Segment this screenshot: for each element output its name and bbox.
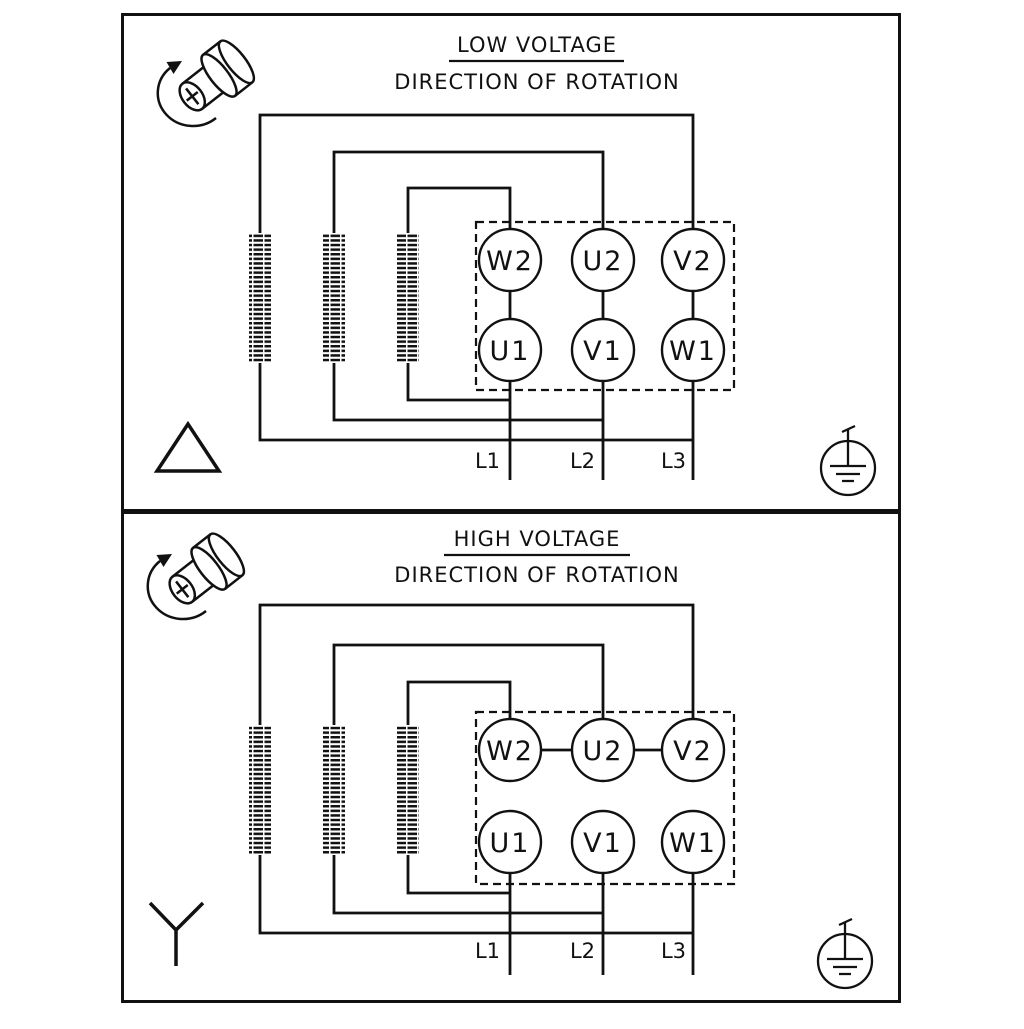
delta-connection-icon [153, 420, 223, 473]
panel-title: LOW VOLTAGE [457, 33, 617, 57]
wire-coil1-to-v2 [258, 603, 695, 725]
rotation-arrow-arc [146, 560, 207, 621]
terminal-u2: U2 [570, 717, 636, 783]
terminal-v1: V1 [570, 809, 636, 875]
terminal-w2: W2 [477, 227, 543, 293]
rotation-arrowhead [166, 61, 182, 74]
panel-border [121, 13, 901, 512]
terminal-board-outline [474, 220, 736, 392]
lead-label-l3: L3 [661, 449, 686, 473]
terminal-label: V2 [673, 736, 713, 767]
terminal-w1: W1 [660, 317, 726, 383]
lead-label-l2: L2 [570, 449, 595, 473]
terminal-label: U1 [490, 336, 531, 367]
terminal-u2: U2 [570, 227, 636, 293]
wire-coil2-to-u2 [332, 150, 605, 233]
terminal-w2: W2 [477, 717, 543, 783]
star-connection-icon [148, 901, 205, 966]
earth-ground-icon [816, 917, 874, 990]
terminal-u1: U1 [477, 809, 543, 875]
wire-coil3-to-w2 [406, 186, 512, 233]
lead-label-l2: L2 [570, 939, 595, 963]
low-voltage-panel: LOW VOLTAGE DIRECTION OF ROTATION [121, 13, 901, 512]
lead-label-l1: L1 [475, 939, 500, 963]
wire-coil2-bottom [332, 363, 603, 422]
terminal-label: W2 [486, 736, 534, 767]
terminal-label: V1 [583, 336, 623, 367]
terminal-label: U2 [583, 736, 624, 767]
panel-subtitle: DIRECTION OF ROTATION [394, 563, 679, 587]
rotation-arrow-arc [156, 67, 217, 128]
terminal-w1: W1 [660, 809, 726, 875]
lead-label-l3: L3 [661, 939, 686, 963]
panel-title: HIGH VOLTAGE [454, 527, 621, 551]
wire-coil1-to-v2 [258, 113, 695, 233]
wire-coil1-bottom [258, 855, 693, 935]
terminal-label: W1 [669, 336, 717, 367]
high-voltage-panel: HIGH VOLTAGE DIRECTION OF ROTATION [121, 511, 901, 1003]
wire-coil3-to-w2 [406, 680, 512, 725]
rotation-direction-icon [146, 532, 246, 621]
wiring-high-voltage [258, 603, 695, 975]
wire-coil2-bottom [332, 855, 603, 915]
winding-coil-2 [323, 233, 345, 363]
terminal-label: V1 [583, 828, 623, 859]
terminal-v2: V2 [660, 227, 726, 293]
wire-coil3-bottom [406, 855, 510, 895]
winding-coil-1 [249, 725, 271, 855]
rotation-direction-icon [156, 39, 256, 128]
winding-coil-3 [397, 725, 419, 855]
terminal-v2: V2 [660, 717, 726, 783]
terminal-label: W2 [486, 246, 534, 277]
terminal-label: U1 [490, 828, 531, 859]
rotation-arrowhead [156, 554, 172, 567]
terminal-label: U2 [583, 246, 624, 277]
wire-coil3-bottom [406, 363, 510, 402]
terminal-v1: V1 [570, 317, 636, 383]
terminal-label: V2 [673, 246, 713, 277]
earth-ground-icon [819, 424, 877, 497]
panel-subtitle: DIRECTION OF ROTATION [394, 70, 679, 94]
terminal-u1: U1 [477, 317, 543, 383]
terminal-board-outline [474, 710, 736, 886]
terminal-label: W1 [669, 828, 717, 859]
winding-coil-1 [249, 233, 271, 363]
wiring-low-voltage [258, 113, 695, 480]
lead-label-l1: L1 [475, 449, 500, 473]
wire-coil1-bottom [258, 363, 693, 442]
winding-coil-2 [323, 725, 345, 855]
wire-coil2-to-u2 [332, 643, 605, 725]
panel-border [121, 511, 901, 1003]
winding-coil-3 [397, 233, 419, 363]
